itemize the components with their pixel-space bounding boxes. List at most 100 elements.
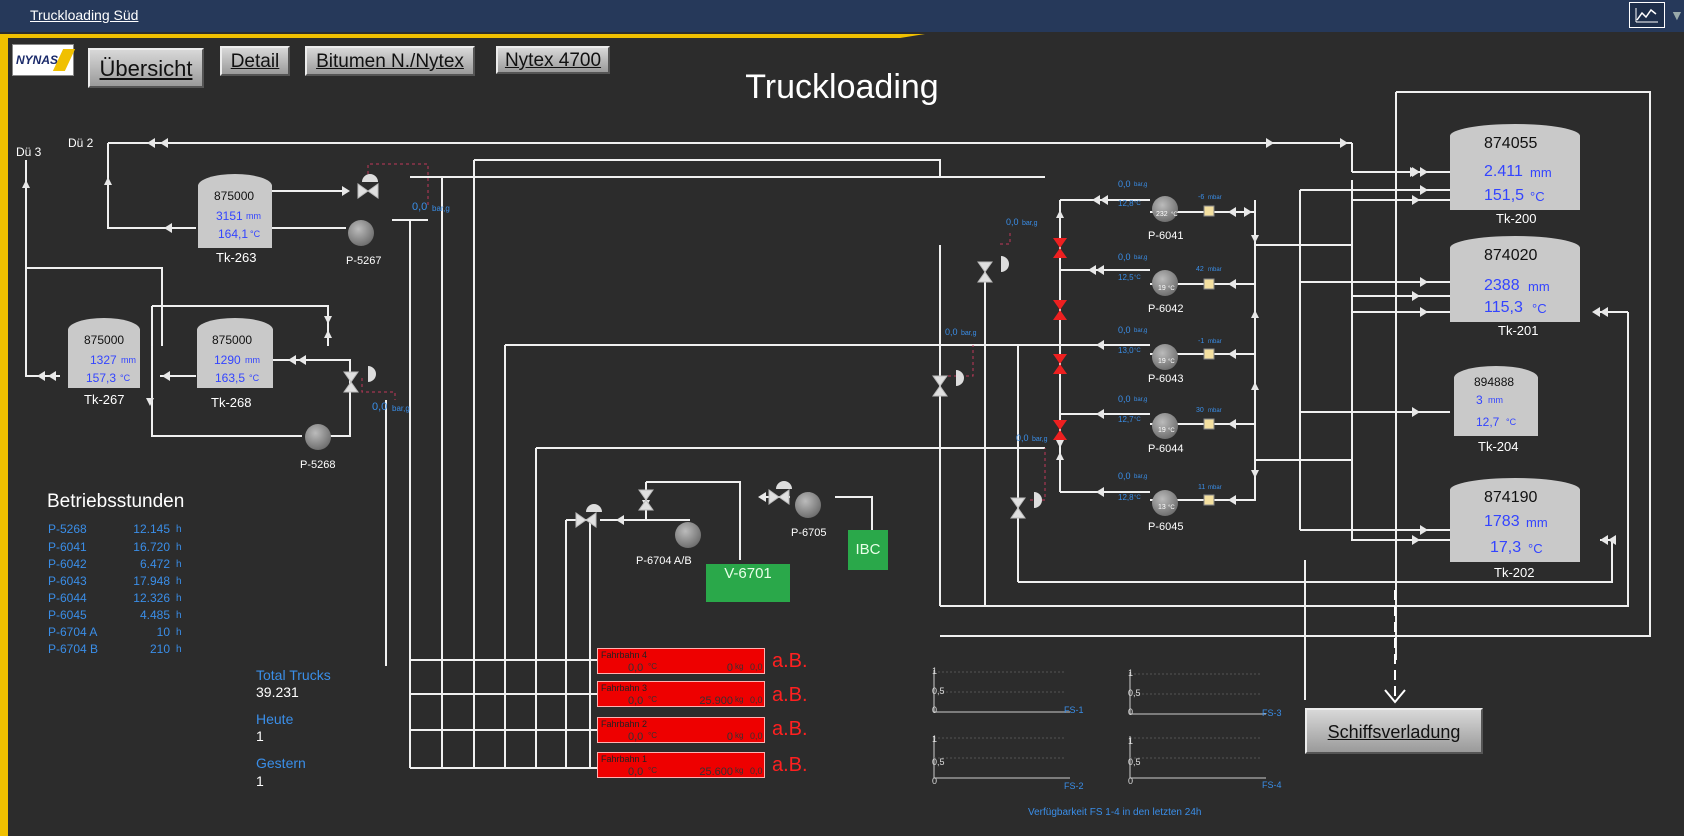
tank-tk267[interactable] [68, 318, 140, 388]
p6043-temp: 13,0 [1118, 346, 1134, 355]
bs-row-name: P-6042 [48, 557, 87, 571]
tk263-name: Tk-263 [216, 250, 257, 265]
fs-3-tick: 0 [1128, 707, 1134, 717]
tk201-id: 874020 [1484, 247, 1538, 264]
fahrbahn-3[interactable]: Fahrbahn 3 0,0 °C 25.900 kg 0,0 [597, 681, 765, 707]
pressure-p5267: 0,0 [412, 201, 428, 213]
bs-row-unit: h [176, 644, 182, 655]
schiffsverladung-button[interactable]: Schiffsverladung [1305, 708, 1483, 754]
vessel-ibc[interactable]: IBC [848, 530, 888, 570]
fs-4-tick: 0 [1128, 776, 1134, 786]
p6043-pressure: 0,0 [1118, 325, 1131, 335]
fahrbahn-kg: 0 [726, 731, 733, 743]
pump-p6704[interactable] [675, 522, 701, 548]
p6043-label: P-6043 [1148, 373, 1184, 385]
bs-row-unit: h [176, 593, 182, 604]
p6042-temp: 12,5 [1118, 273, 1134, 282]
pressure-p5268-unit: bar,g [392, 404, 410, 413]
fahrbahn-kg: 25.900 [699, 695, 733, 707]
bs-row-name: P-6041 [48, 540, 87, 554]
fahrbahn-2-status: a.B. [772, 718, 808, 740]
tab-bitumen[interactable]: Bitumen N./Nytex [305, 46, 475, 76]
fs-1-tick: 0,5 [932, 686, 945, 696]
frame-accent-top [0, 34, 925, 72]
tk268-id: 875000 [212, 333, 253, 347]
trend-button[interactable] [1629, 2, 1665, 28]
p6043-temp-unit: °C [1134, 348, 1141, 354]
tk204-temp: 12,7 [1476, 415, 1500, 429]
fahrbahn-4[interactable]: Fahrbahn 4 0,0 °C 0 kg 0,0 [597, 648, 765, 674]
p6045-pressure: 0,0 [1118, 471, 1131, 481]
chevron-down-icon[interactable]: ▼ [1670, 7, 1684, 23]
p6044-diff-unit: mbar [1208, 408, 1222, 414]
tk202-level-unit: mm [1526, 515, 1548, 530]
fahrbahn-extra: 0,0 [750, 766, 763, 776]
tk268-temp-unit: °C [249, 373, 260, 383]
tk201-name: Tk-201 [1498, 323, 1539, 338]
pump-p6043[interactable] [1152, 344, 1178, 370]
pump-p6041[interactable] [1152, 196, 1178, 222]
pump-p5268[interactable] [305, 424, 331, 450]
tank-tk200[interactable] [1450, 124, 1580, 210]
tank-tk201[interactable] [1450, 236, 1580, 322]
tk263-temp-unit: °C [250, 229, 261, 239]
pressure-manifold-3: 0,0 [1016, 433, 1029, 443]
p6044-label: P-6044 [1148, 443, 1184, 455]
fs-3-label: FS-3 [1262, 708, 1282, 718]
fs-2-tick: 1 [932, 734, 938, 744]
tk202-id: 874190 [1484, 489, 1538, 506]
fahrbahn-1-status: a.B. [772, 754, 808, 776]
fahrbahn-2[interactable]: Fahrbahn 2 0,0 °C 0 kg 0,0 [597, 717, 765, 743]
tab-detail[interactable]: Detail [220, 46, 290, 76]
p6043-pressure-unit: bar,g [1134, 328, 1148, 334]
p6045-diff: 11 [1198, 484, 1206, 491]
tk204-id: 894888 [1474, 375, 1515, 389]
tk201-temp-unit: °C [1532, 301, 1547, 316]
tank-tk268[interactable] [197, 318, 273, 388]
trend-icon [1635, 8, 1658, 23]
pump-p6044[interactable] [1152, 413, 1178, 439]
tank-tk202[interactable] [1450, 478, 1580, 562]
fahrbahn-name: Fahrbahn 3 [601, 683, 648, 693]
pump-p6042[interactable] [1152, 270, 1178, 296]
p6045-label: P-6045 [1148, 521, 1184, 533]
tk201-level: 2388 [1484, 277, 1520, 294]
bs-row-unit: h [176, 610, 182, 621]
gestern-value: 1 [256, 773, 264, 789]
vessel-v6701[interactable]: V-6701 [706, 564, 790, 602]
p6044-pump-temp: 19 [1158, 427, 1166, 434]
tk200-name: Tk-200 [1496, 211, 1537, 226]
fahrbahn-1[interactable]: Fahrbahn 1 0,0 °C 25.600 kg 0,0 [597, 752, 765, 778]
bs-row-name: P-5268 [48, 522, 87, 536]
tank-tk263[interactable] [198, 174, 272, 248]
p6043-diff-unit: mbar [1208, 339, 1222, 345]
tk204-level-unit: mm [1488, 395, 1503, 405]
fahrbahn-temp-unit: °C [648, 695, 657, 704]
tab-uebersicht[interactable]: Übersicht [88, 48, 204, 88]
fs-2-frame [933, 736, 1070, 779]
p6704-label: P-6704 A/B [636, 555, 692, 567]
pump-p6045[interactable] [1152, 490, 1178, 516]
bs-row-unit: h [176, 627, 182, 638]
tab-nytex-4700[interactable]: Nytex 4700 [496, 46, 610, 74]
tk268-name: Tk-268 [211, 395, 252, 410]
tank-tk204[interactable] [1454, 366, 1538, 436]
tk268-level: 1290 [214, 353, 241, 367]
page-title: Truckloading [745, 68, 939, 106]
total-trucks-label: Total Trucks [256, 667, 331, 683]
p6043-pump-temp: 19 [1158, 358, 1166, 365]
window-title[interactable]: Truckloading Süd [30, 7, 139, 23]
pressure-manifold-2: 0,0 [945, 327, 958, 337]
p6042-pump-temp: 19 [1158, 285, 1166, 292]
p6043-pump-temp-unit: °C [1168, 359, 1175, 365]
bs-row-name: P-6704 B [48, 642, 99, 656]
pressure-manifold-1: 0,0 [1006, 217, 1019, 227]
p6041-pump-temp: 232 [1156, 211, 1168, 218]
pump-p5267[interactable] [348, 220, 374, 246]
tk200-temp-unit: °C [1530, 189, 1545, 204]
p6044-pump-temp-unit: °C [1168, 428, 1175, 434]
pressure-manifold-3-unit: bar,g [1032, 436, 1048, 443]
pump-p6705[interactable] [795, 492, 821, 518]
bs-row-unit: h [176, 542, 182, 553]
bs-row-name: P-6704 A [48, 625, 98, 639]
